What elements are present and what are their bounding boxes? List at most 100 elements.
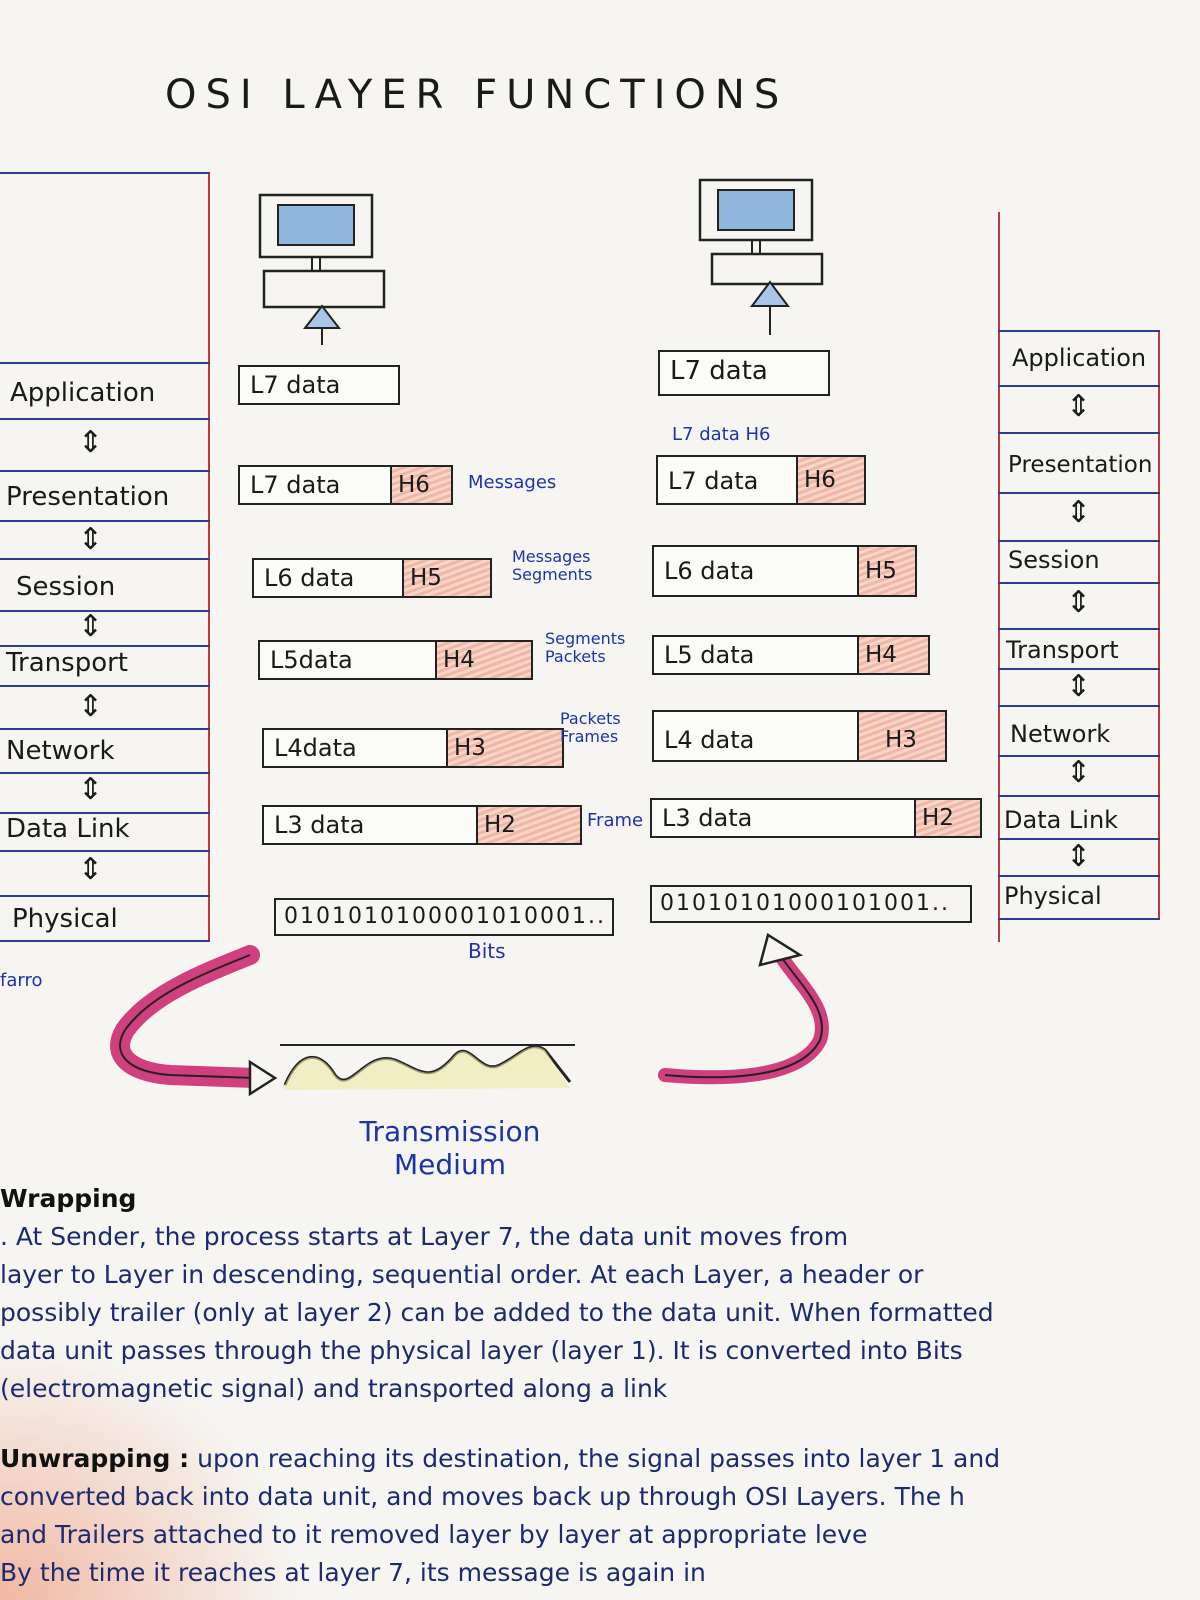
medium-label-line: Transmission bbox=[359, 1115, 541, 1148]
sender-unit-note: Messages Segments bbox=[512, 547, 593, 584]
right-stack-line bbox=[998, 875, 1160, 877]
right-stack-line bbox=[998, 705, 1160, 707]
receiver-unit-label: L3 data bbox=[662, 804, 753, 832]
sender-computer-icon bbox=[258, 193, 386, 309]
left-stack-line bbox=[0, 362, 210, 364]
sender-unit-h5: L6 data H5 bbox=[252, 558, 492, 598]
sender-unit-header: H6 bbox=[390, 467, 451, 503]
receiver-unit-header: H5 bbox=[857, 547, 915, 595]
left-stack-top-line bbox=[0, 172, 210, 174]
receiver-unit-h3: L4 data H3 bbox=[652, 710, 947, 762]
right-layer-presentation: Presentation bbox=[1008, 452, 1153, 478]
sender-unit-header: H3 bbox=[446, 730, 562, 766]
wrapping-line: possibly trailer (only at layer 2) can b… bbox=[0, 1298, 994, 1327]
page-title: OSI LAYER FUNCTIONS bbox=[165, 72, 789, 118]
paper-shadow bbox=[0, 1340, 300, 1600]
sender-top-unit: L7 data bbox=[238, 365, 400, 405]
sender-unit-header: H2 bbox=[476, 807, 580, 843]
left-stack-line bbox=[0, 418, 210, 420]
transmission-medium-icon bbox=[280, 1044, 575, 1090]
wrapping-heading: Wrapping bbox=[0, 1184, 137, 1213]
right-stack-line bbox=[998, 795, 1160, 797]
wrapping-paragraph: Wrapping . At Sender, the process starts… bbox=[0, 1180, 994, 1408]
left-stack-line bbox=[0, 940, 210, 942]
right-layer-transport: Transport bbox=[1006, 636, 1119, 664]
unwrapping-first-line: Unwrapping : upon reaching its destinati… bbox=[0, 1440, 1000, 1478]
receiver-scribble-note: L7 data H6 bbox=[672, 424, 771, 445]
left-stack-line bbox=[0, 772, 210, 774]
receiver-unit-header: H3 bbox=[857, 712, 945, 760]
receiver-unit-h6: L7 data H6 bbox=[656, 455, 866, 505]
double-arrow-icon: ⇕ bbox=[78, 522, 104, 557]
double-arrow-icon: ⇕ bbox=[1066, 585, 1092, 620]
medium-to-receiver-arrow-icon bbox=[658, 933, 829, 1085]
right-stack-border-left bbox=[998, 212, 1000, 942]
left-stack-line bbox=[0, 850, 210, 852]
sender-unit-label: L6 data bbox=[264, 564, 355, 592]
wrapping-line: . At Sender, the process starts at Layer… bbox=[0, 1222, 849, 1251]
margin-note: farro bbox=[0, 970, 43, 991]
sender-unit-h6: L7 data H6 bbox=[238, 465, 453, 505]
sender-unit-note: Frame bbox=[587, 810, 644, 831]
sender-up-arrow-icon bbox=[302, 304, 342, 345]
sender-unit-header: H5 bbox=[402, 560, 490, 596]
receiver-unit-h5: L6 data H5 bbox=[652, 545, 917, 597]
right-layer-data-link: Data Link bbox=[1004, 806, 1119, 834]
left-stack-line bbox=[0, 812, 210, 814]
double-arrow-icon: ⇕ bbox=[1066, 495, 1092, 530]
receiver-unit-header: H2 bbox=[914, 800, 980, 836]
bits-label: Bits bbox=[468, 939, 506, 963]
unwrapping-line: converted back into data unit, and moves… bbox=[0, 1482, 965, 1511]
unwrapping-heading: Unwrapping : bbox=[0, 1444, 190, 1473]
right-layer-session: Session bbox=[1008, 546, 1100, 574]
right-stack-line bbox=[998, 755, 1160, 757]
medium-label: Transmission Medium bbox=[340, 1115, 560, 1181]
left-layer-physical: Physical bbox=[12, 904, 118, 934]
sender-unit-h3: L4data H3 bbox=[262, 728, 564, 768]
left-stack-border bbox=[208, 172, 210, 942]
right-layer-application: Application bbox=[1012, 344, 1147, 372]
receiver-unit-label: L6 data bbox=[664, 557, 755, 585]
receiver-bits: 01010101000101001.. bbox=[650, 885, 972, 923]
left-stack-line bbox=[0, 558, 210, 560]
left-stack-line bbox=[0, 610, 210, 612]
receiver-unit-label: L5 data bbox=[664, 641, 755, 669]
double-arrow-icon: ⇕ bbox=[78, 772, 104, 807]
sender-unit-header: H4 bbox=[435, 642, 531, 678]
sender-unit-h4: L5data H4 bbox=[258, 640, 533, 680]
medium-label-line: Medium bbox=[394, 1148, 506, 1181]
double-arrow-icon: ⇕ bbox=[78, 609, 104, 644]
right-stack-border-right bbox=[1158, 330, 1160, 920]
sender-unit-label: L5data bbox=[270, 646, 353, 674]
sender-bits: 0101010100001010001.. bbox=[274, 898, 614, 936]
right-stack-line bbox=[998, 918, 1160, 920]
wrapping-line: data unit passes through the physical la… bbox=[0, 1336, 963, 1365]
receiver-unit-h2: L3 data H2 bbox=[650, 798, 982, 838]
left-layer-presentation: Presentation bbox=[6, 482, 170, 512]
double-arrow-icon: ⇕ bbox=[78, 425, 104, 460]
sender-top-unit-label: L7 data bbox=[250, 371, 341, 399]
left-stack-line bbox=[0, 728, 210, 730]
right-stack-line bbox=[998, 492, 1160, 494]
double-arrow-icon: ⇕ bbox=[1066, 755, 1092, 790]
wrapping-line: layer to Layer in descending, sequential… bbox=[0, 1260, 924, 1289]
receiver-computer-icon bbox=[698, 178, 824, 286]
right-stack-line bbox=[998, 628, 1160, 630]
receiver-unit-label: L4 data bbox=[664, 726, 755, 754]
double-arrow-icon: ⇕ bbox=[78, 689, 104, 724]
left-stack-line bbox=[0, 895, 210, 897]
left-stack-line bbox=[0, 645, 210, 647]
sender-unit-note: Segments Packets bbox=[545, 629, 626, 666]
sender-unit-note: Messages bbox=[468, 472, 557, 493]
double-arrow-icon: ⇕ bbox=[1066, 839, 1092, 874]
left-stack-line bbox=[0, 520, 210, 522]
left-layer-network: Network bbox=[6, 736, 115, 766]
double-arrow-icon: ⇕ bbox=[1066, 669, 1092, 704]
unwrapping-line: By the time it reaches at layer 7, its m… bbox=[0, 1558, 706, 1587]
right-layer-network: Network bbox=[1010, 720, 1111, 748]
left-layer-data-link: Data Link bbox=[6, 814, 130, 844]
left-layer-session: Session bbox=[16, 572, 116, 602]
left-layer-transport: Transport bbox=[6, 648, 129, 678]
left-stack-line bbox=[0, 685, 210, 687]
